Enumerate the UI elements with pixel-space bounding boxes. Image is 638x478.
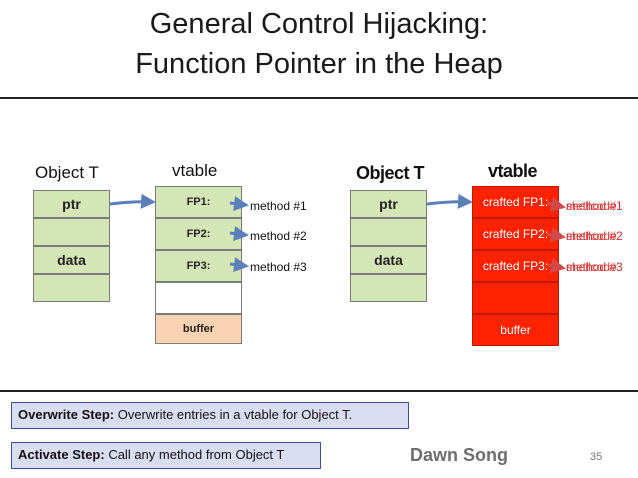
right-ptr-arrow [426,193,473,209]
left-method-2: method #2 [250,229,307,243]
left-fp1-arrow [229,196,249,211]
author-name: Dawn Song [410,445,508,465]
activate-step-box: Activate Step: Call any method from Obje… [11,442,321,469]
bottom-divider [0,390,638,392]
right-fp3-arrow [546,258,566,274]
right-fp1-arrow [546,196,566,212]
left-fp3-arrow [229,257,249,272]
right-object-label: Object T [356,163,425,183]
right-vtable-empty [472,282,559,314]
left-object-cell-empty [33,274,110,302]
left-object-label: Object T [35,163,99,182]
left-method-1: method #1 [250,199,307,213]
left-vtable-fp1: FP1: [155,186,242,218]
right-object-cell-empty [350,274,427,302]
top-divider [0,97,638,99]
activate-step-text: Call any method from Object T [108,447,285,462]
activate-step-label: Activate Step: [18,447,109,462]
slide-title: General Control Hijacking: Function Poin… [0,4,638,84]
left-object-cell-ptr: ptr [33,190,110,218]
left-vtable-fp2: FP2: [155,218,242,250]
left-vtable-label: vtable [172,161,218,180]
overwrite-step-label: Overwrite Step: [18,407,118,422]
title-line-2: Function Pointer in the Heap [135,48,503,80]
overwrite-step-text: Overwrite entries in a vtable for Object… [117,407,353,422]
right-fp2-arrow [546,227,566,243]
right-shellcode-3: shellcode [566,260,617,274]
left-method-3: method #3 [250,260,307,274]
left-vtable-empty [155,282,242,314]
page-number: 35 [590,451,603,463]
right-vtable-crafted-fp2: crafted FP2: [472,218,559,250]
overwrite-step-box: Overwrite Step: Overwrite entries in a v… [11,402,409,429]
title-line-1: General Control Hijacking: [149,8,489,40]
right-shellcode-1: shellcode [566,199,617,213]
right-vtable-buffer: buffer [472,314,559,346]
right-object-cell-data: data [350,246,427,274]
left-object-cell-empty [33,218,110,246]
right-shellcode-2: shellcode [566,229,617,243]
left-ptr-arrow [109,193,156,209]
left-object-cell-data: data [33,246,110,274]
left-fp2-arrow [229,226,249,241]
right-method-1: method #1 [566,199,623,213]
right-object-cell-ptr: ptr [350,190,427,218]
right-object-cell-empty [350,218,427,246]
right-method-3: method #3 [566,260,623,274]
right-vtable-label: vtable [488,161,538,181]
left-vtable-buffer: buffer [155,314,242,344]
right-method-2: method #2 [566,229,623,243]
left-vtable-fp3: FP3: [155,250,242,282]
